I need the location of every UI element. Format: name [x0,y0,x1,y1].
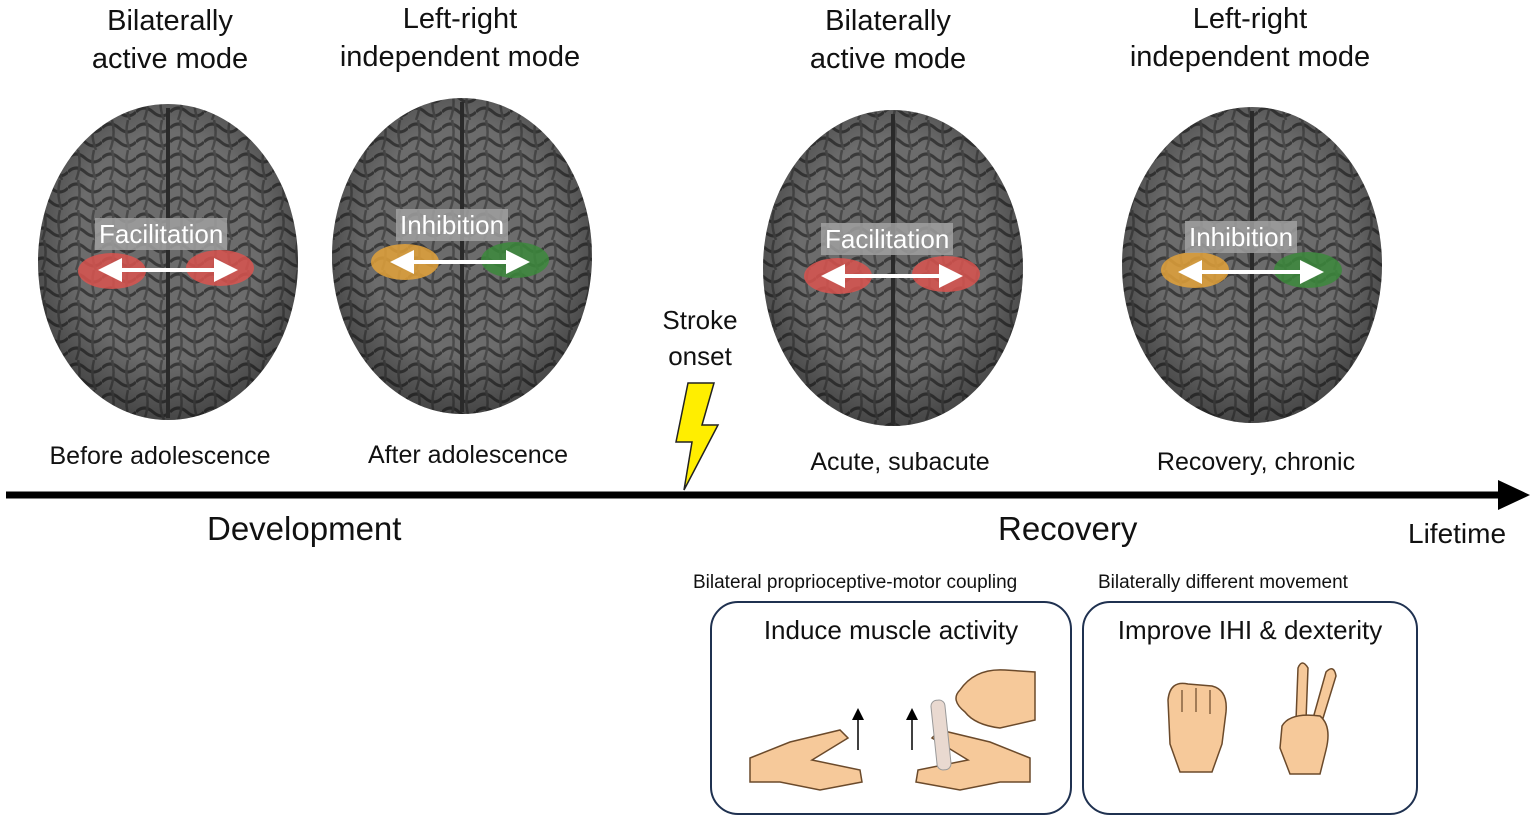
brain-3-interaction-label: Facilitation [821,223,954,255]
timeline-arrowhead [1498,480,1530,510]
brain-2-interaction-label: Inhibition [396,209,509,241]
brain-1 [38,104,298,420]
stage-4-period: Recovery, chronic [1156,448,1356,476]
lightning-bolt-icon [675,382,720,491]
phase-development-label: Development [207,510,402,547]
stage-3-mode-title: Bilaterally active mode [809,5,967,75]
fist-icon [1167,682,1227,773]
intervention-1-box: Induce muscle activity [710,601,1072,815]
brain-1-interaction-label: Facilitation [95,218,228,250]
hand-lift-icon [749,708,864,791]
stage-2-mode-title: Left-right independent mode [339,3,581,73]
hand-assisted-lift-icon [906,669,1036,791]
timeline-end-label: Lifetime [1408,518,1507,549]
victory-hand-icon [1279,662,1337,775]
stage-2-period: After adolescence [367,441,569,469]
stage-4-mode-title: Left-right independent mode [1129,3,1371,73]
brain-4-interaction-label: Inhibition [1185,221,1298,253]
brain-3 [763,110,1023,426]
intervention-2-caption: Bilaterally different movement [1098,572,1348,593]
intervention-2-title: Improve IHI & dexterity [1117,615,1383,645]
intervention-1-title: Induce muscle activity [763,615,1019,645]
stage-1-period: Before adolescence [49,442,271,470]
intervention-2-box: Improve IHI & dexterity [1082,601,1418,815]
stage-3-period: Acute, subacute [810,448,990,476]
stroke-onset-label: Stroke onset [662,305,738,371]
intervention-1-caption: Bilateral proprioceptive-motor coupling [693,572,1018,593]
phase-recovery-label: Recovery [998,510,1138,547]
brain-2 [332,98,592,414]
brain-4 [1122,107,1382,423]
stage-1-mode-title: Bilaterally active mode [91,5,249,75]
